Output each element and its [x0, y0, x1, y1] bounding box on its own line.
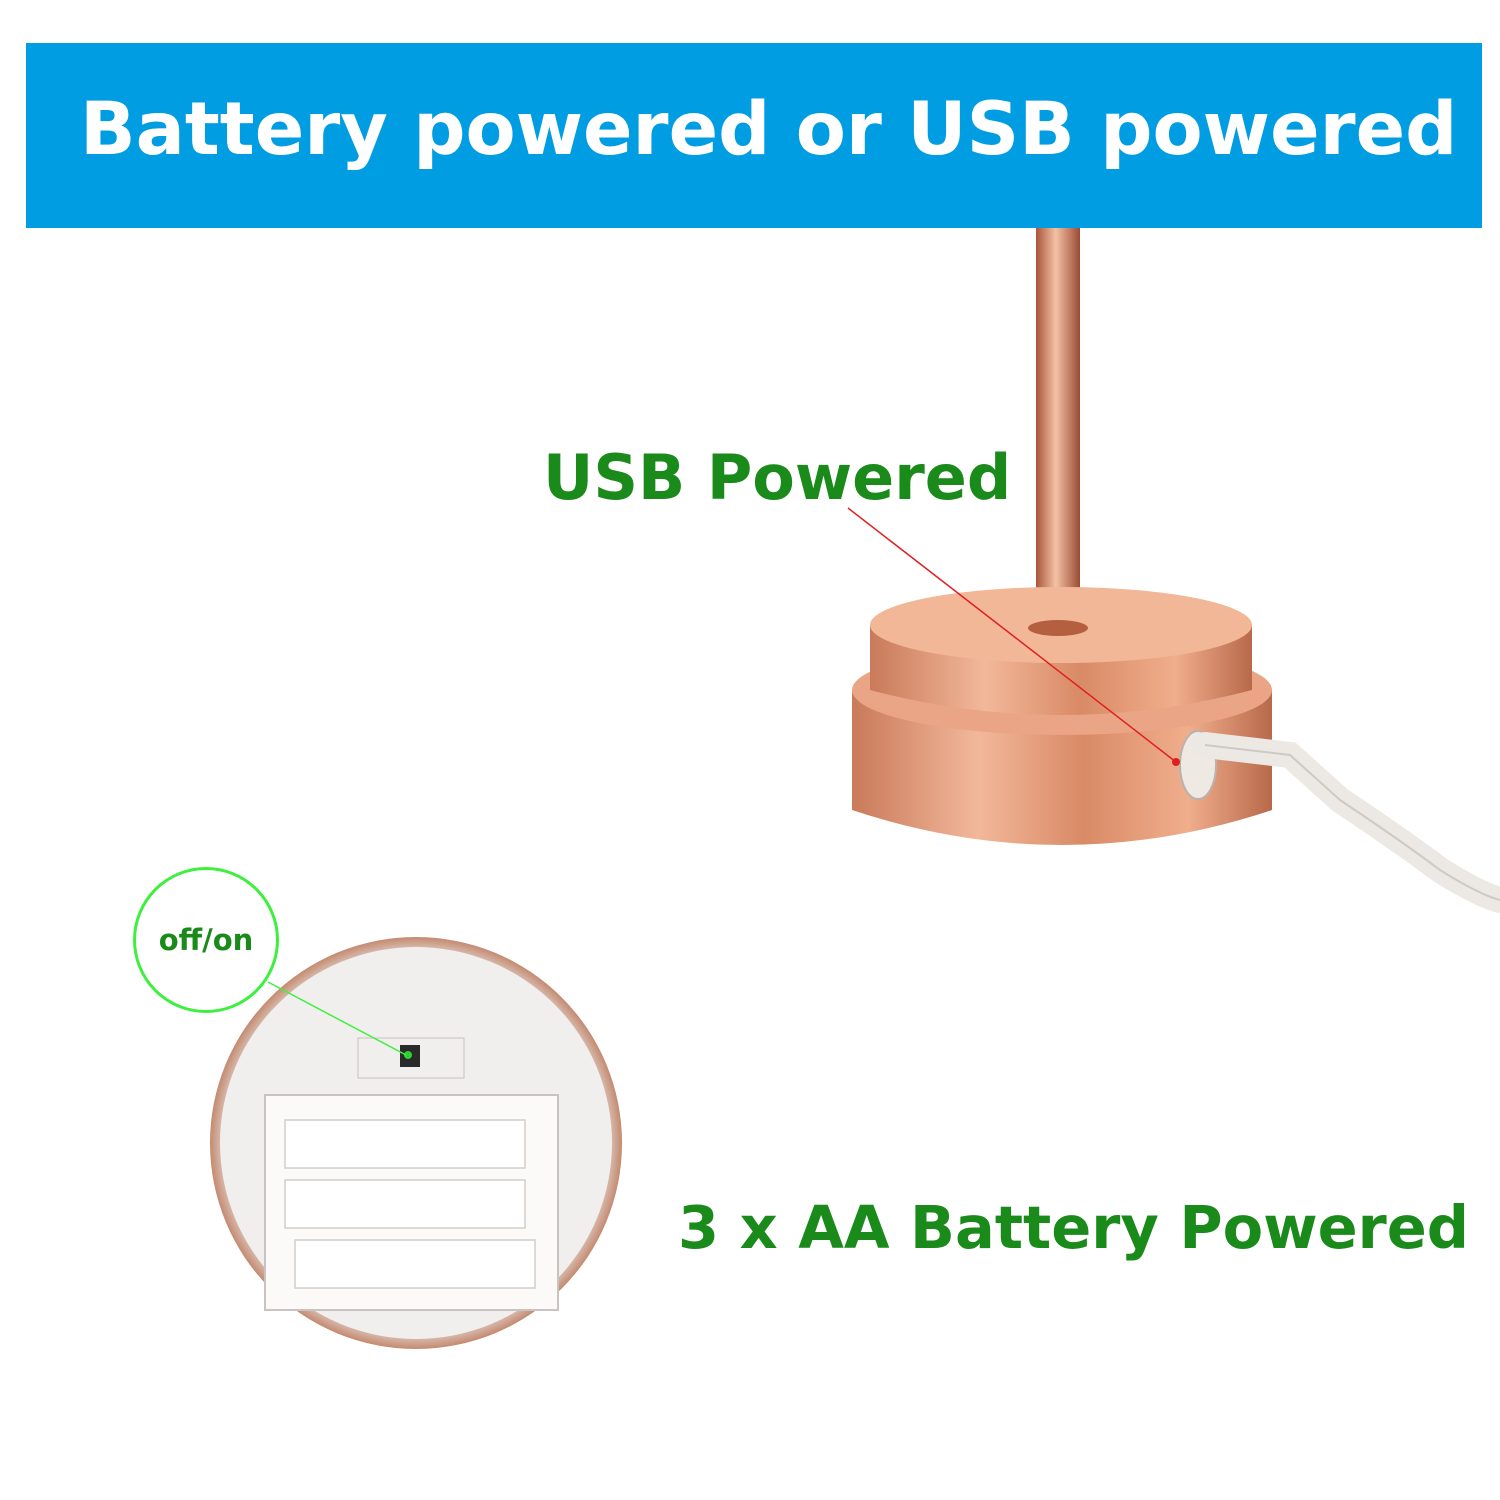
- title-banner: Battery powered or USB powered: [26, 43, 1482, 228]
- off-on-label: off/on: [158, 923, 254, 957]
- banner-title: Battery powered or USB powered: [80, 87, 1458, 172]
- off-on-callout: off/on: [133, 867, 279, 1013]
- lamp-pole: [1036, 228, 1080, 648]
- usb-pointer-line: [847, 507, 1177, 763]
- usb-powered-label: USB Powered: [543, 441, 1012, 514]
- switch-pointer-line: [267, 981, 407, 1056]
- battery-powered-label: 3 x AA Battery Powered: [678, 1193, 1469, 1262]
